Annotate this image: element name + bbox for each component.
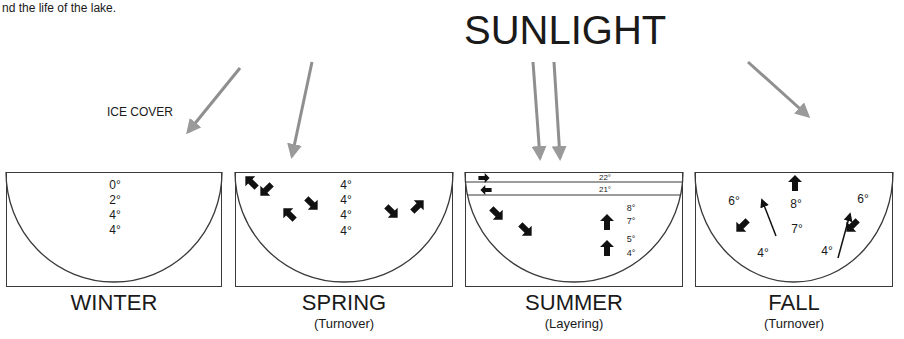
lake-box: WINTER0°2°4°4°: [6, 172, 222, 287]
mixing-arrows: [762, 200, 850, 258]
season-name: SPRING: [236, 292, 452, 314]
season-process: (Layering): [466, 317, 682, 330]
circulation-arrows: [240, 171, 862, 256]
season-process: (Turnover): [696, 317, 892, 330]
temperature: 4°: [340, 194, 351, 206]
temperature: 0°: [109, 179, 120, 191]
ice-label: ICE COVER: [107, 106, 173, 118]
season-name: FALL: [696, 292, 892, 314]
lake-box: SPRING(Turnover)4°4°4°4°: [235, 172, 453, 287]
temperature: 7°: [791, 223, 802, 235]
cut-off-note: nd the life of the lake.: [2, 2, 116, 14]
temperature: 4°: [340, 179, 351, 191]
temperature: 4°: [627, 249, 636, 258]
temperature: 4°: [340, 225, 351, 237]
temperature: 4°: [340, 209, 351, 221]
temperature: 6°: [857, 193, 868, 205]
diagram-title: SUNLIGHT: [464, 10, 666, 50]
sun-rays: [188, 62, 808, 158]
temperature: 7°: [627, 217, 636, 226]
temperature: 8°: [790, 198, 801, 210]
temperature: 4°: [757, 247, 768, 259]
season-name: WINTER: [7, 292, 221, 314]
season-process: (Turnover): [236, 317, 452, 330]
temperature: 4°: [109, 224, 120, 236]
season-name: SUMMER: [466, 292, 682, 314]
lake-box: SUMMER(Layering)22°21°8°7°5°4°: [465, 172, 683, 287]
temperature: 4°: [109, 209, 120, 221]
temperature: 2°: [109, 194, 120, 206]
temperature: 5°: [627, 235, 636, 244]
thermal-layers: [466, 182, 682, 195]
temperature: 21°: [599, 186, 611, 194]
temperature: 6°: [728, 195, 739, 207]
temperature: 22°: [599, 174, 611, 182]
lake-bowls: [6, 172, 893, 282]
temperature: 8°: [627, 204, 636, 213]
temperature: 4°: [821, 245, 832, 257]
lake-box: FALL(Turnover)6°8°6°4°7°4°: [695, 172, 893, 287]
